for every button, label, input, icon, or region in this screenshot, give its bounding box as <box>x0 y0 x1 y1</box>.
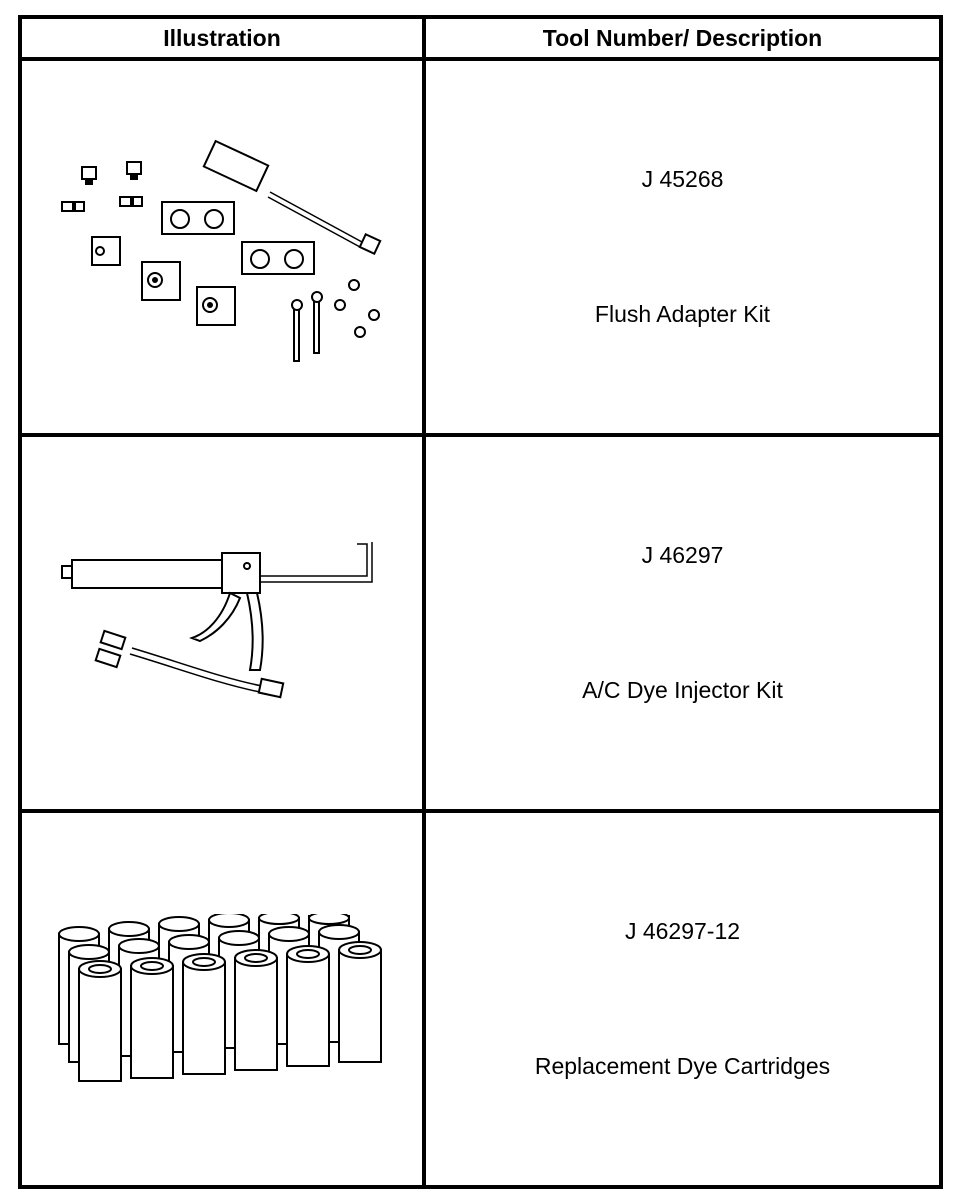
dye-injector-gun-image <box>61 542 373 699</box>
table-row: J 46297-12 Replacement Dye Cartridges <box>18 809 943 1189</box>
illustration-cell <box>18 57 426 437</box>
tool-number: J 45268 <box>641 166 724 192</box>
description-cell: J 45268 Flush Adapter Kit <box>422 57 943 437</box>
tool-number: J 46297-12 <box>624 918 741 944</box>
header-illustration: Illustration <box>18 15 426 61</box>
header-tool-description: Tool Number/ Description <box>422 15 943 61</box>
flush-adapter-kit-image <box>61 139 382 362</box>
table-row: J 45268 Flush Adapter Kit <box>18 57 943 437</box>
tool-number: J 46297 <box>641 542 724 568</box>
illustration-cell <box>18 433 426 813</box>
tool-table: Illustration Tool Number/ Description <box>18 15 943 1189</box>
description-cell: J 46297-12 Replacement Dye Cartridges <box>422 809 943 1189</box>
tool-description: A/C Dye Injector Kit <box>582 677 783 703</box>
table-header-row: Illustration Tool Number/ Description <box>18 15 943 61</box>
tool-description: Replacement Dye Cartridges <box>534 1053 831 1079</box>
illustration-cell <box>18 809 426 1189</box>
table-row: J 46297 A/C Dye Injector Kit <box>18 433 943 813</box>
dye-cartridges-image <box>58 914 382 1082</box>
description-cell: J 46297 A/C Dye Injector Kit <box>422 433 943 813</box>
tool-description: Flush Adapter Kit <box>594 301 771 327</box>
